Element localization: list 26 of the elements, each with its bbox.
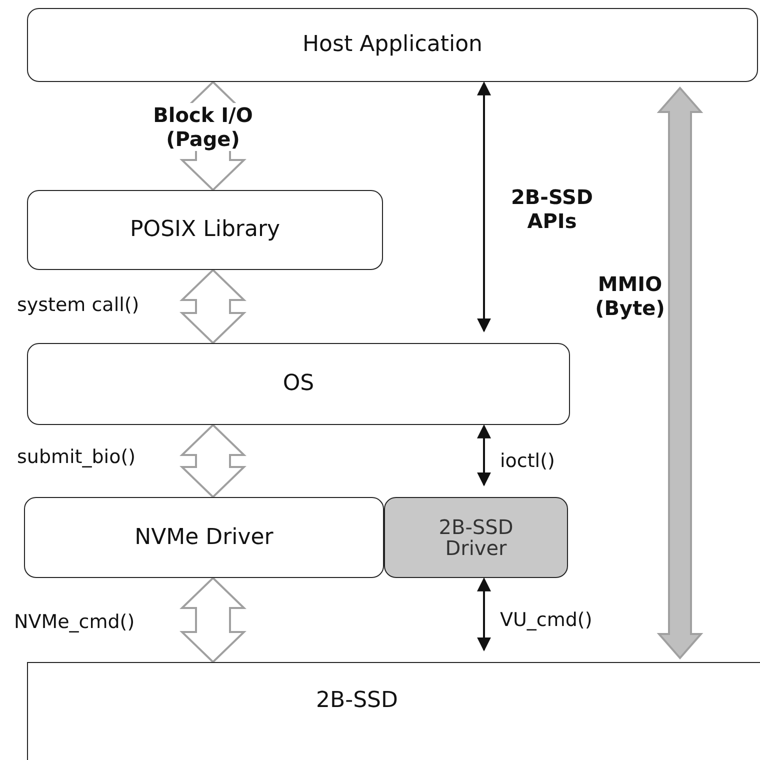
double-block-arrow <box>180 424 246 498</box>
edge-label: system call() <box>17 294 140 317</box>
component-box <box>24 497 384 578</box>
double-arrow <box>477 81 491 332</box>
box-label: POSIX Library <box>130 218 280 242</box>
edge-label: ioctl() <box>500 450 555 473</box>
box-label: Host Application <box>302 33 482 57</box>
edge-label: 2B-SSD APIs <box>510 185 594 233</box>
edge-label: submit_bio() <box>17 446 136 469</box>
double-block-arrow <box>180 268 246 344</box>
component-box <box>27 662 760 760</box>
component-box <box>384 497 568 578</box>
double-block-arrow <box>656 86 704 660</box>
component-box <box>27 8 758 82</box>
edge-label: NVMe_cmd() <box>14 611 135 634</box>
box-label: OS <box>282 372 314 396</box>
double-arrow <box>477 424 491 486</box>
component-box <box>27 343 570 425</box>
box-label: 2B-SSD <box>316 689 398 712</box>
box-label: 2B-SSD Driver <box>438 516 514 558</box>
edge-label: MMIO (Byte) <box>594 272 666 320</box>
double-arrow <box>477 577 491 652</box>
double-block-arrow <box>180 576 246 664</box>
component-box <box>27 190 383 270</box>
box-label: NVMe Driver <box>134 526 274 550</box>
edge-label: VU_cmd() <box>500 609 592 632</box>
